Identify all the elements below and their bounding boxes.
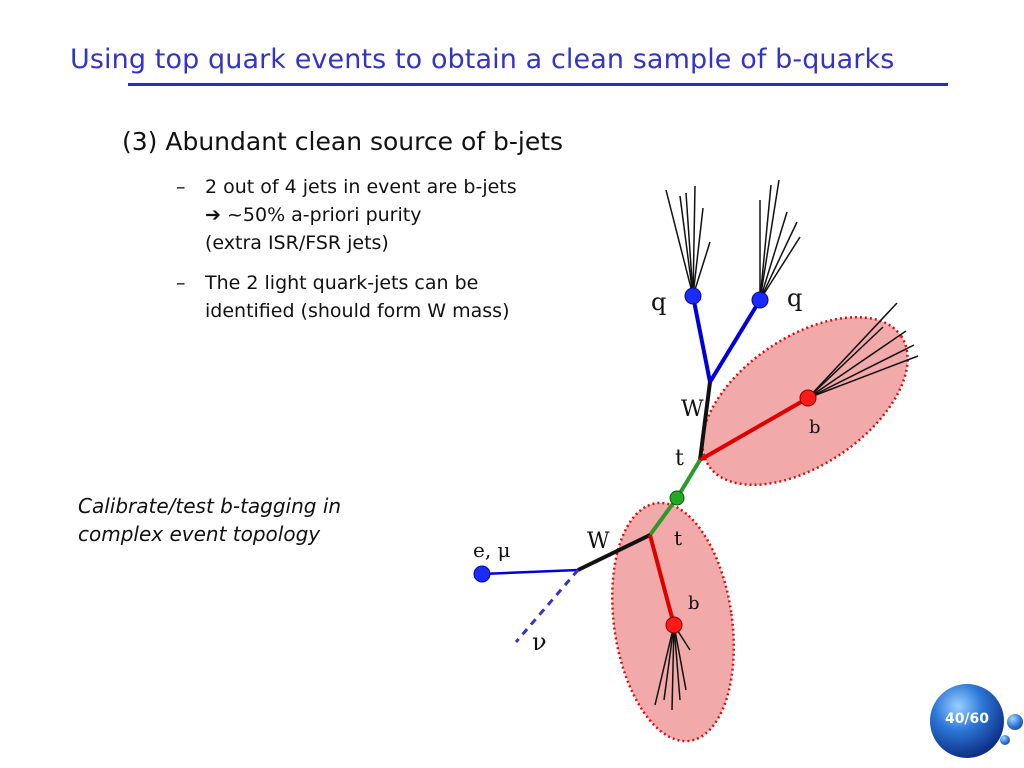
label-q-right: q — [787, 284, 802, 312]
neutrino-line — [514, 569, 580, 643]
label-b-top: b — [809, 417, 821, 438]
top-b-jet-spray — [807, 302, 919, 399]
badge-bubble — [1007, 714, 1023, 730]
right-q-jet-spray — [759, 179, 801, 301]
label-neutrino: ν — [532, 628, 547, 656]
label-t-top: t — [675, 446, 684, 471]
bullet-line: (extra ISR/FSR jets) — [205, 232, 389, 254]
top-b-line — [699, 396, 809, 462]
badge-bubble — [1000, 735, 1010, 745]
right-arrow-icon: ➔ — [205, 204, 221, 226]
bottom-b-vertex — [665, 616, 683, 634]
section-heading: (3) Abundant clean source of b-jets — [122, 127, 564, 156]
top-w-line — [698, 381, 712, 461]
bottom-b-line — [648, 534, 676, 626]
slide-title: Using top quark events to obtain a clean… — [70, 44, 895, 75]
bottom-w-line — [577, 533, 651, 572]
label-w-top: W — [681, 397, 704, 422]
lepton-line — [481, 568, 579, 576]
bullet-line: The 2 light quark-jets can be — [205, 272, 479, 294]
right-q-vertex — [751, 291, 769, 309]
note-line: complex event topology — [78, 522, 321, 546]
label-w-bottom: W — [587, 529, 610, 554]
bullet-dash: – — [176, 272, 186, 294]
left-q-jet-spray — [665, 185, 711, 297]
top-b-vertex — [799, 389, 817, 407]
lepton-vertex — [473, 565, 491, 583]
calibration-note: Calibrate/test b-tagging in complex even… — [78, 492, 341, 548]
title-underline — [128, 83, 948, 86]
left-q-vertex — [684, 287, 702, 305]
label-t-bottom: t — [674, 526, 682, 550]
bullet-line: ~50% a-priori purity — [226, 204, 422, 226]
production-vertex — [669, 490, 685, 506]
label-b-bottom: b — [688, 593, 700, 614]
note-line: Calibrate/test b-tagging in — [78, 494, 342, 518]
bullet-line: identified (should form W mass) — [205, 300, 510, 322]
bullet-dash: – — [176, 176, 186, 198]
bullet-line: 2 out of 4 jets in event are b-jets — [205, 176, 517, 198]
label-lepton: e, μ — [473, 538, 511, 562]
page-badge — [930, 684, 1004, 758]
light-quark-lines — [691, 295, 762, 384]
page-number: 40/60 — [944, 711, 990, 727]
label-q-left: q — [651, 288, 666, 316]
